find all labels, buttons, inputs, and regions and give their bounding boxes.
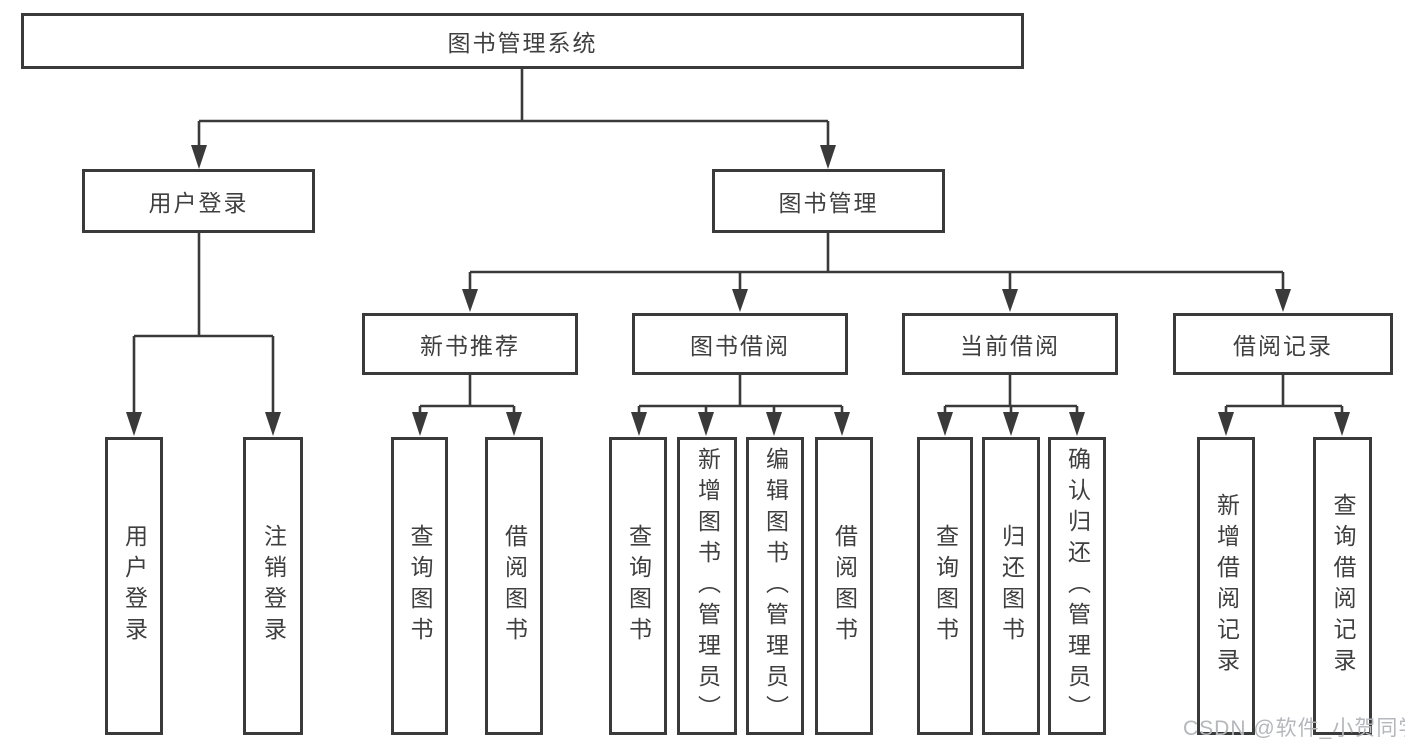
- leaf-query-books-2-label: 查询图书: [625, 524, 652, 648]
- node-book-borrow-label: 图书借阅: [690, 333, 790, 359]
- leaf-add-borrow-record: 新增借阅记录: [1197, 437, 1255, 735]
- leaf-borrow-books-1-label: 借阅图书: [501, 524, 528, 648]
- node-book-management: 图书管理: [712, 169, 945, 233]
- node-book-borrow: 图书借阅: [632, 313, 848, 375]
- leaf-confirm-return-admin-label: 确认归还（管理员）: [1064, 446, 1091, 726]
- node-root-label: 图书管理系统: [447, 30, 598, 56]
- leaf-borrow-books-2: 借阅图书: [815, 437, 873, 735]
- node-book-management-label: 图书管理: [778, 190, 879, 216]
- leaf-user-login-label: 用户登录: [121, 524, 148, 648]
- leaf-query-books-3: 查询图书: [917, 437, 973, 735]
- leaf-edit-book-admin: 编辑图书（管理员）: [746, 437, 804, 735]
- node-user-login-label: 用户登录: [148, 190, 249, 216]
- leaf-query-books-1-label: 查询图书: [407, 524, 433, 648]
- leaf-query-borrow-record: 查询借阅记录: [1313, 437, 1372, 735]
- node-new-book-recommend: 新书推荐: [362, 313, 578, 375]
- leaf-logout: 注销登录: [243, 437, 303, 735]
- node-current-borrow: 当前借阅: [902, 313, 1118, 375]
- leaf-user-login: 用户登录: [105, 437, 163, 735]
- leaf-edit-book-admin-label: 编辑图书（管理员）: [762, 446, 789, 726]
- node-borrow-records-label: 借阅记录: [1233, 333, 1333, 359]
- watermark: CSDN @软件_小贺同学: [1183, 717, 1405, 740]
- node-new-book-recommend-label: 新书推荐: [420, 333, 520, 359]
- leaf-query-books-2: 查询图书: [609, 437, 667, 735]
- leaf-query-books-3-label: 查询图书: [932, 524, 959, 648]
- leaf-query-books-1: 查询图书: [391, 437, 448, 735]
- leaf-confirm-return-admin: 确认归还（管理员）: [1048, 437, 1106, 735]
- leaf-return-book: 归还图书: [982, 437, 1040, 735]
- leaf-add-borrow-record-label: 新增借阅记录: [1213, 493, 1240, 679]
- node-borrow-records: 借阅记录: [1173, 313, 1393, 375]
- leaf-logout-label: 注销登录: [260, 524, 287, 648]
- leaf-return-book-label: 归还图书: [998, 524, 1025, 648]
- node-root: 图书管理系统: [21, 13, 1024, 69]
- leaf-add-book-admin: 新增图书（管理员）: [677, 437, 737, 735]
- node-user-login: 用户登录: [82, 169, 315, 233]
- node-current-borrow-label: 当前借阅: [960, 333, 1060, 359]
- leaf-query-borrow-record-label: 查询借阅记录: [1330, 493, 1356, 679]
- leaf-add-book-admin-label: 新增图书（管理员）: [694, 446, 721, 726]
- leaf-borrow-books-2-label: 借阅图书: [831, 524, 858, 648]
- leaf-borrow-books-1: 借阅图书: [485, 437, 543, 735]
